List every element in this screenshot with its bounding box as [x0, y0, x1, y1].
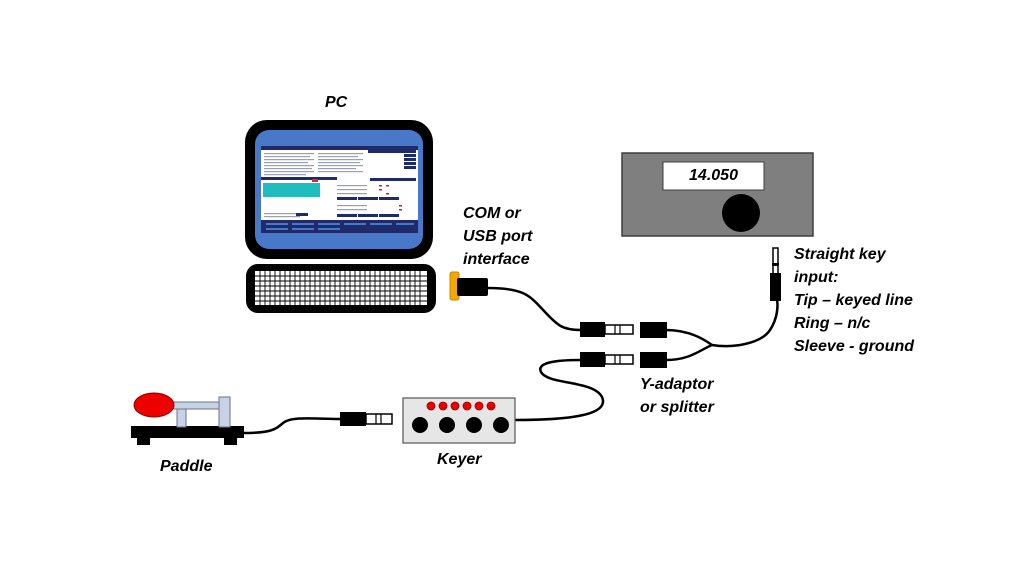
port-label: COM or USB port interface — [463, 202, 532, 271]
port-label-line-2: USB port — [463, 228, 533, 245]
paddle-foot-left — [137, 437, 150, 445]
cable-paddle-to-keyer-plug — [241, 417, 342, 435]
paddle — [131, 392, 244, 445]
keyer-led — [426, 401, 436, 411]
y-adaptor-top-plug — [580, 322, 634, 337]
keyer-led — [462, 401, 472, 411]
keyer-knob[interactable] — [412, 417, 428, 433]
keyer-led — [450, 401, 460, 411]
keyer — [402, 397, 516, 444]
y-adaptor-bottom-plug — [580, 352, 634, 367]
y-adaptor-label: Y-adaptor or splitter — [640, 373, 714, 419]
paddle-finger-piece — [133, 392, 175, 418]
cable-keyer-to-y-adaptor — [513, 358, 605, 422]
radio-frequency-readout: 14.050 — [689, 167, 738, 184]
straight-key-line-4: Ring – n/c — [794, 315, 871, 332]
keyer-led — [474, 401, 484, 411]
connector-body — [457, 278, 488, 296]
keyboard — [246, 264, 436, 313]
com-usb-connector — [449, 271, 488, 301]
keyer-knobs — [412, 417, 509, 433]
pc-monitor — [245, 120, 433, 259]
straight-key-label: Straight key input: Tip – keyed line Rin… — [794, 243, 914, 358]
keyer-label: Keyer — [437, 451, 482, 468]
paddle-cable-plug — [340, 412, 393, 426]
cable-y-adaptor-merge — [664, 343, 714, 362]
straight-key-line-3: Tip – keyed line — [794, 292, 913, 309]
keyer-led — [438, 401, 448, 411]
paddle-base — [131, 426, 244, 438]
keyer-led — [486, 401, 496, 411]
paddle-post-front — [176, 408, 187, 428]
y-adaptor-top-jack — [640, 322, 667, 338]
straight-key-line-2: input: — [794, 269, 839, 286]
pc-label: PC — [325, 94, 348, 111]
paddle-foot-right — [224, 437, 237, 445]
radio-transceiver — [621, 152, 814, 237]
keyer-knob[interactable] — [439, 417, 455, 433]
keyer-knob[interactable] — [493, 417, 509, 433]
logging-app-window — [261, 146, 418, 233]
straight-key-line-5: Sleeve - ground — [794, 338, 915, 355]
straight-key-line-1: Straight key — [794, 246, 886, 263]
radio-display — [662, 161, 765, 191]
keyer-leds — [426, 401, 496, 411]
port-label-line-3: interface — [463, 251, 530, 268]
port-label-line-1: COM or — [463, 205, 521, 222]
keyer-knob[interactable] — [466, 417, 482, 433]
y-adaptor — [580, 322, 667, 368]
cables — [241, 286, 779, 435]
y-adaptor-bottom-jack — [640, 352, 667, 368]
y-adaptor-line-2: or splitter — [640, 399, 714, 416]
paddle-label: Paddle — [160, 458, 213, 475]
y-adaptor-line-1: Y-adaptor — [640, 376, 714, 393]
cable-y-adaptor-to-radio — [664, 298, 779, 348]
radio-key-input-plug — [770, 247, 781, 301]
paddle-post-rear — [218, 396, 231, 428]
app-teal-panel — [263, 183, 320, 197]
cable-pc-to-y-adaptor — [486, 286, 583, 332]
keyboard-keys — [255, 271, 427, 305]
radio-tuning-knob — [722, 194, 760, 232]
